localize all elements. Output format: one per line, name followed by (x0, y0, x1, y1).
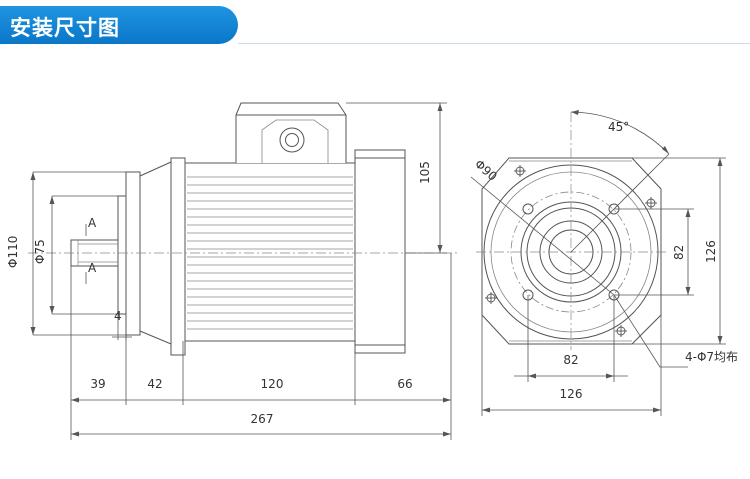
dim-segment-1-label: 39 (90, 377, 105, 391)
section-header: 安装尺寸图 (0, 0, 750, 50)
dim-angle-label: 45° (608, 120, 629, 134)
corner-bolts (485, 165, 657, 337)
dim-segment-2-label: 42 (147, 377, 162, 391)
section-mark-bottom: A (88, 261, 97, 275)
dim-hole-horizontal-label: 82 (563, 353, 578, 367)
dim-diameter-outer-label: Φ110 (6, 236, 20, 268)
section-header-rule (238, 43, 750, 44)
front-view-dimension-arrows (482, 110, 723, 413)
dim-segment-3-label: 120 (261, 377, 284, 391)
section-header-bar (0, 6, 238, 44)
cooling-fins (187, 176, 353, 330)
section-mark-top: A (88, 216, 97, 230)
section-title: 安装尺寸图 (10, 16, 120, 40)
side-view-dimension-arrows (30, 103, 451, 437)
cable-gland-icon (279, 127, 305, 153)
side-view-dimensions (32, 102, 452, 440)
dim-segment-4-label: 66 (397, 377, 412, 391)
dim-terminal-height-label: 105 (418, 161, 432, 184)
mounting-hole-icon (522, 203, 534, 215)
dim-flange-horizontal-label: 126 (560, 387, 583, 401)
spigot (117, 195, 127, 315)
dim-total-length-label: 267 (251, 412, 274, 426)
motor-housing (182, 162, 356, 342)
dim-shaft-step-label: 4 (114, 309, 122, 323)
side-view (28, 102, 460, 356)
dim-hole-vertical-label: 82 (672, 245, 686, 260)
dim-diameter-inner-label: Φ75 (33, 239, 47, 264)
mounting-flange (125, 171, 141, 336)
dim-flange-vertical-label: 126 (704, 240, 718, 263)
front-frame-ring (170, 157, 186, 356)
rear-end-shield (354, 149, 406, 354)
front-view (470, 111, 688, 368)
dim-holes-note-label: 4-Φ7均布 (685, 350, 738, 364)
mounting-pcd-circle (510, 191, 632, 313)
